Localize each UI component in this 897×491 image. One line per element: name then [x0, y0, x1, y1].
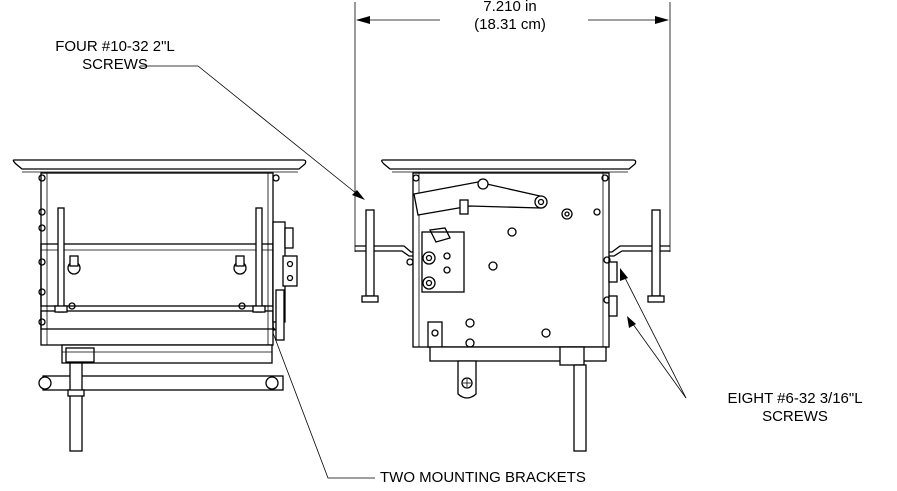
leader-brackets [268, 320, 375, 479]
dimension-metric: (18.31 cm) [474, 16, 546, 33]
dimension-label: 7.210 in (18.31 cm) [425, 0, 595, 34]
callout-eight-screws-line2: SCREWS [762, 408, 828, 425]
callout-brackets: TWO MOUNTING BRACKETS [380, 469, 586, 486]
callout-eight-screws: EIGHT #6-32 3/16"L SCREWS [695, 390, 895, 426]
leader-eight-screws [620, 268, 687, 399]
leader-four-screws [140, 65, 365, 200]
callout-eight-screws-line1: EIGHT #6-32 3/16"L [727, 390, 863, 407]
dimension-line [354, 2, 671, 252]
callout-four-screws-line1: FOUR #10-32 2"L [55, 38, 175, 55]
callout-four-screws: FOUR #10-32 2"L SCREWS [30, 38, 200, 74]
side-view [12, 159, 307, 452]
front-view [355, 159, 670, 452]
callout-four-screws-line2: SCREWS [82, 56, 148, 73]
dimension-imperial: 7.210 in [483, 0, 537, 15]
